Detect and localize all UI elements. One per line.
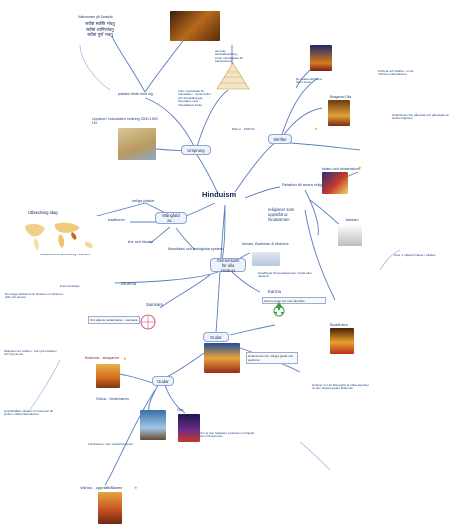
label-dharma-info: De heliga skrifterna lär hinduen om dhar… [5, 292, 65, 300]
label-vishnu: Vishnu - upprätthållaren [80, 485, 123, 490]
star-icon: ★ [358, 165, 362, 170]
node-ursprung[interactable]: Ursprung [181, 145, 211, 155]
label-bhagavad: Bhagavad Gita [330, 95, 352, 99]
star-icon: ★ [123, 356, 127, 361]
kali-image [178, 414, 200, 442]
label-karma: Karma [268, 289, 281, 294]
label-shiva: Shiva - förstöraren [96, 396, 129, 401]
star-icon: ★ [314, 126, 318, 131]
label-arier-info: Arier invandrade till Indusdalen - deras… [178, 89, 212, 107]
vishnu-image [98, 492, 122, 524]
label-om: Om [177, 407, 184, 412]
label-ariernas: ariernas samhällsordning, innan utveckla… [215, 49, 243, 64]
atman-image [252, 252, 280, 266]
label-jainism: Jainism [345, 217, 359, 222]
samsara-note: Om själens reinkarnation - samsara [88, 316, 140, 324]
label-atman: Atman, Brahman & Moksha [242, 242, 289, 246]
label-karta-caption: hinduismens utbredning i världen [40, 252, 90, 256]
ceremony-image [170, 11, 220, 41]
label-gudinnan: Krishna och Radha - en av Vishnus inkarn… [378, 69, 414, 77]
node-mangfald[interactable]: Mångfald av... [155, 212, 187, 224]
label-prasten: prästen förde med sig [118, 92, 153, 96]
label-relation-info: Hinduismen har påverkat och påverkats av… [392, 113, 449, 121]
label-brahma-info: Skaparen av världen - har fyra ansikten … [4, 349, 57, 357]
shiva-image [140, 410, 166, 440]
label-utbredning: Utbredning idag [28, 210, 58, 215]
label-filosofiska: filosofiska och teologiska system [168, 247, 224, 251]
bhagavad-image [328, 100, 350, 126]
brahma-image [96, 364, 120, 388]
label-indusdalen: Uppstod i Indusdalen omkring 2500-1500 f… [92, 117, 158, 126]
sanskrit-line-3: सर्वेषां पूर्णं भवतु [87, 33, 113, 38]
label-buddhism: Buddhism [330, 322, 348, 327]
world-map-image [20, 216, 100, 254]
node-gemensamt[interactable]: Gemensamt för alla Hinduer [210, 258, 246, 273]
label-valkommen: Valkommen på Sanskrit [78, 15, 113, 19]
gudar-collage-image [204, 343, 240, 373]
sanskrit-text: सर्वेषां स्वस्ति र्भवतु सर्वेषां शान्तिर… [66, 22, 134, 39]
center-topic[interactable]: Hinduism [202, 190, 237, 199]
node-skrifter[interactable]: Skrifter [268, 134, 292, 144]
star-icon: ★ [134, 485, 138, 490]
label-islam: Islam och kristendom [322, 166, 360, 171]
jainism-image [338, 224, 362, 246]
indus-map-image [118, 128, 156, 160]
label-skrifter-info: De äldsta skrifterna heter Veda [296, 77, 322, 85]
recycle-icon [273, 302, 285, 317]
buddhism-image [330, 328, 354, 354]
label-utbredning-info: Över 1 miljard hinduer i världen [394, 253, 436, 257]
label-tror-ritualer: tror och ritualer [128, 240, 154, 244]
label-om-info: Om är den heligaste symbolen och ljudet … [200, 431, 255, 439]
label-hinduer-info: Hinduer tror att alla gudar är olika asp… [312, 383, 369, 391]
label-religioner: religioner som uppstått ur hinduismen [268, 207, 295, 222]
sanskrit-line-2: सर्वेषां शान्तिर्भवतु [86, 27, 114, 33]
caste-pyramid-image [216, 62, 250, 90]
islam-christian-image [322, 172, 348, 194]
label-karma-info: Handlingar får konsekvenser i detta elle… [258, 271, 312, 279]
krishna-image [310, 45, 332, 71]
node-gudar-sub[interactable]: Gudar [152, 376, 174, 386]
label-samsara-info: livets kretslopp [60, 284, 80, 288]
label-traditioner: traditioner [108, 218, 125, 222]
label-heliga-platser: heliga platser [132, 199, 155, 203]
label-sapiens: Rätt er - 1500 fKr [232, 127, 256, 131]
karma-note: Karma avgör hur man återföds [262, 297, 326, 304]
node-relation[interactable]: Relation till andra religioner [282, 182, 331, 187]
sanskrit-line-1: सर्वेषां स्वस्ति र्भवतु [85, 22, 115, 27]
label-dharma: Dharma [121, 281, 136, 286]
label-brahma: Brahma - skaparen [85, 355, 120, 360]
gudar-note: Hinduismen har många gudar och gudinnor [246, 352, 298, 364]
label-shiva-info: Förstöraren, men också förnyaren [88, 442, 134, 446]
label-samsara: Samsara [146, 302, 163, 307]
samsara-wheel-icon [140, 314, 156, 330]
label-vishnu-info: Upprätthåller världen och kommer till jo… [4, 409, 53, 417]
node-gudar-bottom[interactable]: Gudar [203, 332, 229, 342]
